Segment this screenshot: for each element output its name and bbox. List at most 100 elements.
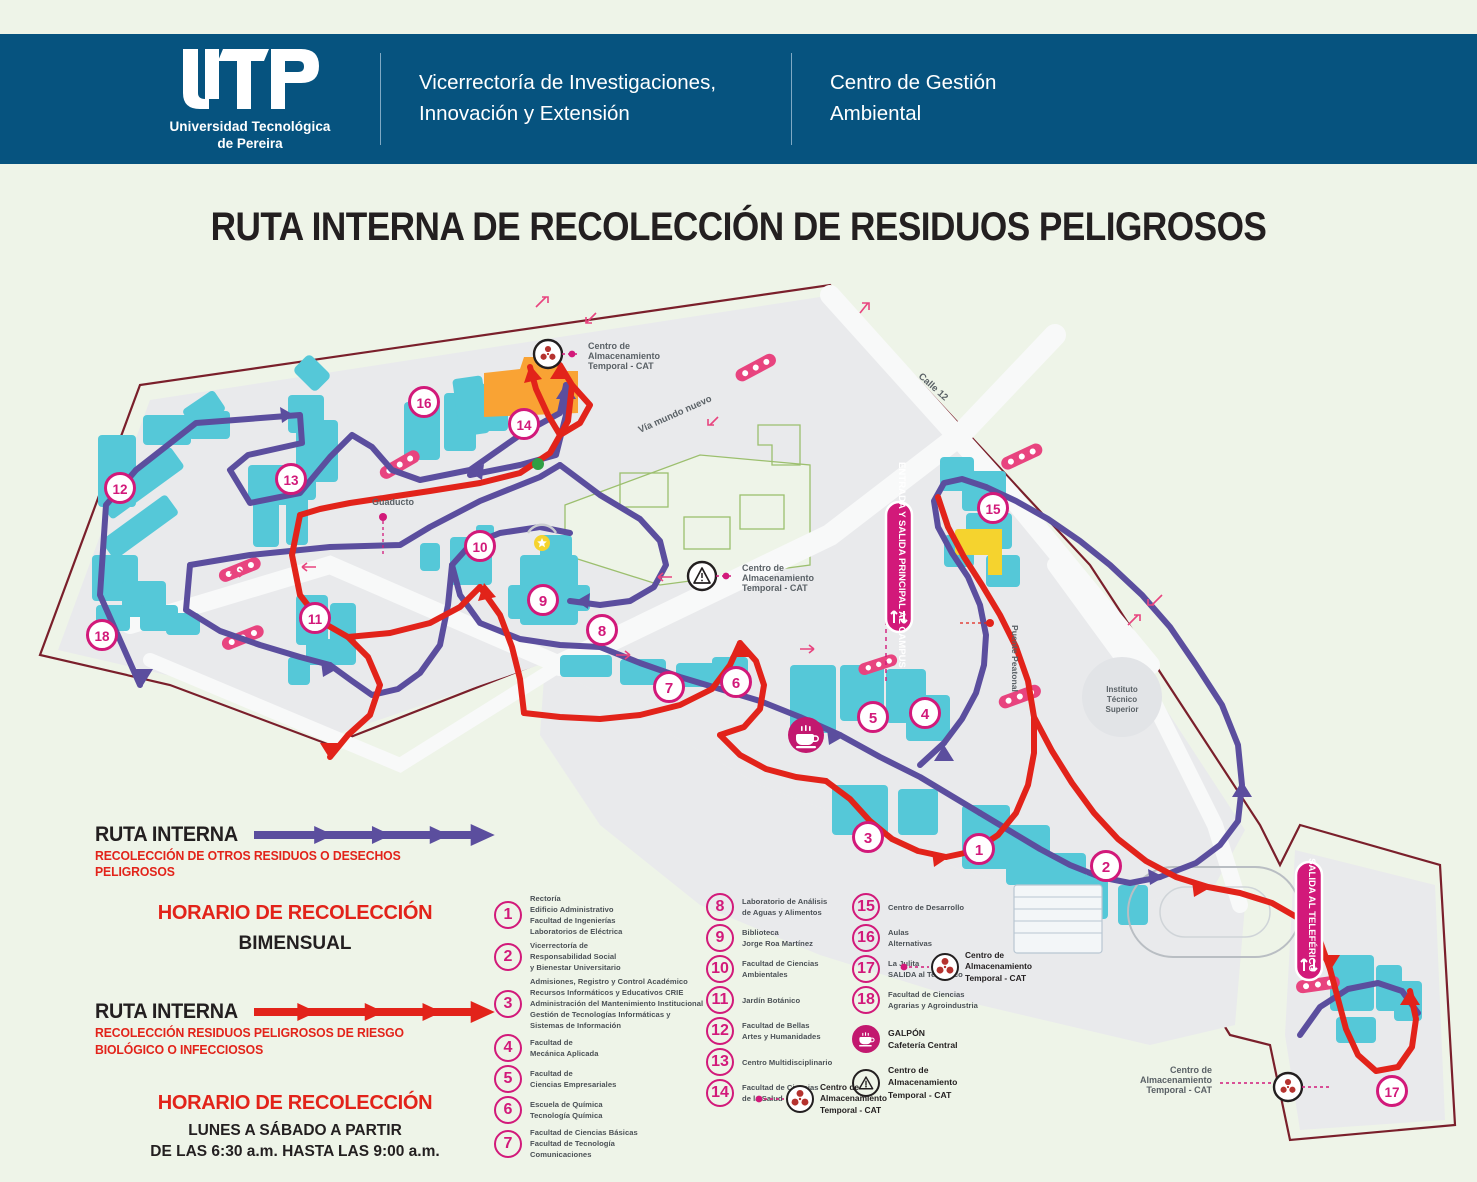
map-marker-10[interactable]: 10	[464, 530, 496, 562]
index-label-2: Vicerrectoría de Responsabilidad Social …	[530, 940, 621, 973]
index-item-8[interactable]: 8 Laboratorio de Análisis de Aguas y Ali…	[706, 893, 852, 921]
svg-text:1: 1	[975, 842, 983, 859]
index-item-cat-warning[interactable]: Centro de Almacenamiento Temporal - CAT	[852, 1064, 1052, 1101]
map-marker-7[interactable]: 7	[653, 671, 685, 703]
index-label-2-line1: Vicerrectoría de	[530, 941, 589, 950]
svg-text:16: 16	[416, 396, 432, 411]
legend-cat-bio-col2-text: Centro de Almacenamiento Temporal - CAT	[820, 1082, 887, 1116]
sign-entrada-salida: ENTRADA Y SALIDA PRINCIPAL AL CAMPUS	[884, 462, 914, 669]
index-label-8-line2: de Aguas y Alimentos	[742, 908, 822, 917]
biohazard-icon-2	[931, 953, 959, 982]
index-item-7[interactable]: 7 Facultad de Ciencias Básicas Facultad …	[494, 1127, 706, 1160]
index-item-2[interactable]: 2 Vicerrectoría de Responsabilidad Socia…	[494, 940, 706, 973]
index-label-8: Laboratorio de Análisis de Aguas y Alime…	[742, 896, 827, 918]
svg-text:5: 5	[869, 710, 877, 727]
svg-text:10: 10	[472, 540, 487, 555]
header-centro-line2: Ambiental	[830, 102, 922, 125]
index-label-17-line1: La Julita	[888, 959, 920, 968]
index-badge-5: 5	[494, 1065, 522, 1093]
index-label-5-line2: Ciencias Empresariales	[530, 1080, 617, 1089]
index-label-16-line2: Alternativas	[888, 939, 933, 948]
index-item-17[interactable]: 17 La Julita SALIDA al Teleférico	[852, 955, 1052, 983]
index-label-10: Facultad de Ciencias Ambientales	[742, 958, 819, 980]
index-label-1-line3: Facultad de Ingenierías	[530, 916, 616, 925]
header-centro-line1: Centro de Gestión	[830, 71, 997, 95]
index-label-9-line2: Jorge Roa Martínez	[742, 939, 813, 948]
map-marker-5[interactable]: 5	[857, 701, 889, 733]
map-marker-17[interactable]: 17	[1376, 1075, 1408, 1107]
index-label-9: Biblioteca Jorge Roa Martínez	[742, 927, 813, 949]
map-marker-15[interactable]: 15	[977, 492, 1009, 524]
cat-center-leader-dot	[722, 572, 730, 580]
cat-bio-col3-leader	[900, 963, 929, 971]
index-label-2-line3: y Bienestar Universitario	[530, 963, 621, 972]
index-label-3-line2: Recursos Informáticos y Educativos CRIE	[530, 988, 684, 997]
svg-text:15: 15	[985, 502, 1001, 517]
index-label-cat-warning: Centro de Almacenamiento Temporal - CAT	[888, 1064, 957, 1101]
galpon-cafeteria-map-icon	[788, 717, 824, 753]
svg-text:3: 3	[864, 830, 872, 847]
svg-text:9: 9	[539, 593, 547, 610]
warning-triangle-icon	[852, 1068, 880, 1097]
index-item-15[interactable]: 15 Centro de Desarrollo	[852, 893, 1052, 921]
map-marker-8[interactable]: 8	[586, 614, 618, 646]
index-item-16[interactable]: 16 Aulas Alternativas	[852, 924, 1052, 952]
map-marker-16[interactable]: 16	[408, 386, 440, 418]
map-marker-2[interactable]: 2	[1090, 850, 1122, 882]
svg-text:6: 6	[732, 675, 740, 692]
index-label-16: Aulas Alternativas	[888, 927, 932, 949]
cat-bio-col2-leader	[755, 1095, 784, 1103]
cat-top-label-1: Centro de	[588, 341, 630, 351]
map-marker-3[interactable]: 3	[852, 821, 884, 853]
map-marker-18[interactable]: 18	[86, 619, 118, 651]
index-badge-7: 7	[494, 1129, 522, 1158]
index-item-6[interactable]: 6 Escuela de Química Tecnología Química	[494, 1096, 706, 1124]
utp-logo: Universidad Tecnológica de Pereira	[150, 45, 350, 153]
index-item-5[interactable]: 5 Facultad de Ciencias Empresariales	[494, 1065, 706, 1093]
map-number-markers[interactable]: 1 2 3 4 5 6 7 8 9 10 11 12 13 14 15 16 1…	[86, 386, 1408, 1107]
biohazard-icon	[786, 1085, 814, 1114]
index-item-9[interactable]: 9 Biblioteca Jorge Roa Martínez	[706, 924, 852, 952]
map-marker-9[interactable]: 9	[527, 584, 559, 616]
index-label-11: Jardín Botánico	[742, 995, 800, 1006]
index-label-galpon-line1: GALPÓN	[888, 1027, 926, 1038]
index-item-13[interactable]: 13 Centro Multidisciplinario	[706, 1048, 852, 1076]
index-item-galpon[interactable]: GALPÓN Cafetería Central	[852, 1025, 1052, 1053]
instituto-label-3: Superior	[1106, 705, 1139, 714]
index-item-4[interactable]: 4 Facultad de Mecánica Aplicada	[494, 1034, 706, 1062]
index-badge-17: 17	[852, 955, 880, 983]
index-item-12[interactable]: 12 Facultad de Bellas Artes y Humanidade…	[706, 1017, 852, 1045]
index-item-11[interactable]: 11 Jardín Botánico	[706, 986, 852, 1014]
index-item-10[interactable]: 10 Facultad de Ciencias Ambientales	[706, 955, 852, 983]
cat-bio-col2-line3: Temporal - CAT	[820, 1104, 882, 1115]
header-vicerrectoria-line2: Innovación y Extensión	[419, 102, 630, 125]
map-marker-14[interactable]: 14	[508, 408, 540, 440]
index-label-12-line1: Facultad de Bellas	[742, 1021, 810, 1030]
index-badge-12: 12	[706, 1017, 734, 1045]
index-item-3[interactable]: 3 Admisiones, Registro y Control Académi…	[494, 976, 706, 1031]
map-marker-1[interactable]: 1	[963, 833, 995, 865]
campus-map-svg: Instituto Técnico Superior	[38, 283, 1457, 1142]
index-column-1: 1 Rectoría Edificio Administrativo Facul…	[494, 893, 706, 1163]
index-badge-9: 9	[706, 924, 734, 952]
index-label-6-line2: Tecnología Química	[530, 1111, 603, 1120]
page-title: RUTA INTERNA DE RECOLECCIÓN DE RESIDUOS …	[210, 205, 1267, 249]
index-item-1[interactable]: 1 Rectoría Edificio Administrativo Facul…	[494, 893, 706, 937]
road-east-loop	[1047, 557, 1248, 913]
map-marker-4[interactable]: 4	[909, 697, 941, 729]
warning-triangle-icon-glyph	[858, 1076, 874, 1090]
map-marker-12[interactable]: 12	[104, 472, 136, 504]
svg-text:13: 13	[283, 473, 299, 488]
legend-cat-bio-col3[interactable]: Centro de Almacenamiento Temporal - CAT	[900, 950, 1032, 984]
route-red-arrows	[320, 363, 1420, 1005]
index-item-18[interactable]: 18 Facultad de Ciencias Agrarias y Agroi…	[852, 986, 1052, 1014]
map-marker-6[interactable]: 6	[720, 666, 752, 698]
map-marker-11[interactable]: 11	[299, 602, 331, 634]
svg-text:14: 14	[516, 418, 532, 433]
index-badge-1: 1	[494, 901, 522, 929]
map-marker-13[interactable]: 13	[275, 463, 307, 495]
legend-cat-bio-col2[interactable]: Centro de Almacenamiento Temporal - CAT	[755, 1082, 887, 1116]
legend-route-purple: RUTA INTERNA	[95, 822, 495, 847]
site-header: Universidad Tecnológica de Pereira Vicer…	[0, 34, 1477, 164]
cat-bio-col2-line1: Centro de	[820, 1082, 860, 1092]
